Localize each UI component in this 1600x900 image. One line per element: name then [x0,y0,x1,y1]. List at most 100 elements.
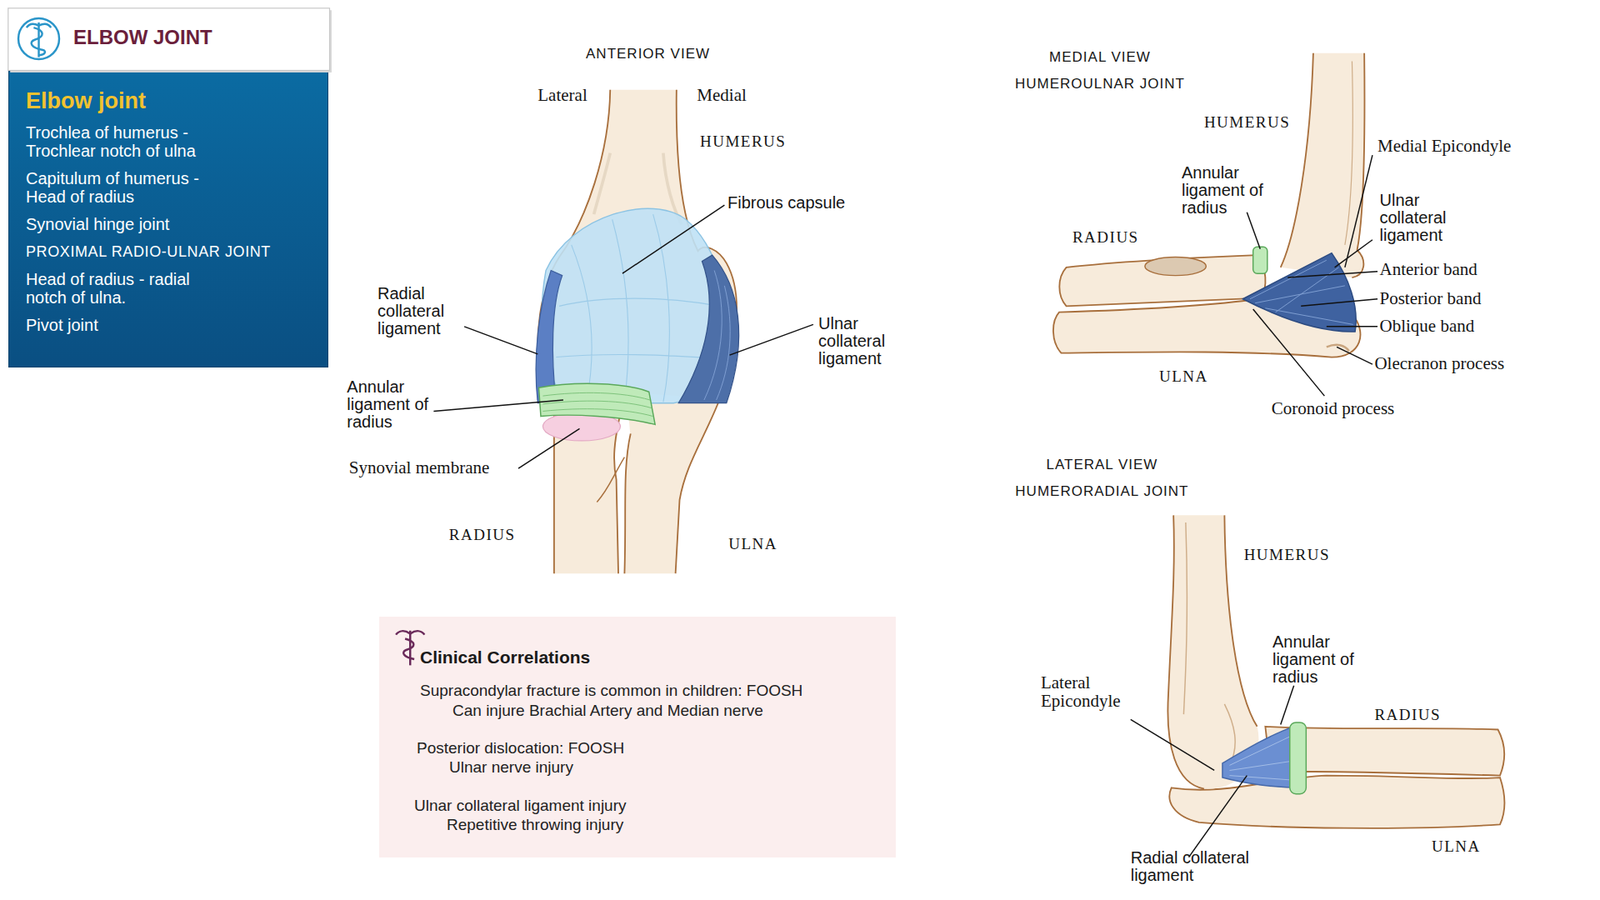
radial-collateral-ligament [535,270,563,403]
structure-label: Olecranon process [1374,354,1505,373]
structure-label: Medial [696,85,746,105]
leader-line [1300,299,1378,307]
clinical-box: Clinical CorrelationsSupracondylar fract… [379,616,896,858]
bone-name: HUMERUS [700,132,786,151]
leader-line [1345,155,1373,268]
caduceus-icon [18,18,60,60]
leader-line [1253,309,1325,396]
leader-line [1280,685,1295,725]
humerus-outline [1167,515,1257,789]
structure-label: Anterior band [1380,260,1478,279]
bone-name: HUMERUS [1244,545,1330,565]
view-heading: MEDIAL VIEW HUMEROULNAR JOINT [987,44,1212,98]
icon-snake [31,27,45,55]
bone-name: ULNA [1431,837,1481,856]
info-panel: Elbow jointTrochlea of humerus - Trochle… [8,70,329,368]
leader-line [1326,325,1378,327]
box-text: Head of radius - radial notch of ulna. [25,270,210,307]
medial-view [1053,53,1378,396]
radius-bone [1265,726,1505,776]
structure-label: Ulnar collateral ligament [818,315,920,368]
leader-line [622,205,725,274]
bone-name: RADIUS [1374,705,1441,725]
fibrous-capsule [541,208,729,403]
structure-label: Synovial membrane [349,458,490,477]
humerus-shading [1345,60,1353,245]
ulna-outline [624,400,720,574]
lateral-view [1130,515,1505,857]
box-heading: Elbow joint [25,88,311,114]
structure-label: Fibrous capsule [727,194,845,212]
structure-label: Radial collateral ligament [377,285,480,338]
olecranon-shading [1326,345,1350,351]
box-text: Ulnar nerve injury [449,758,574,777]
annular-ligament [1253,246,1268,274]
radius-fill [554,408,623,574]
ulna-fill [624,400,720,574]
anterior-view [433,90,814,574]
box-text: Repetitive throwing injury [446,815,624,835]
radial-tuberosity [1145,257,1206,276]
view-heading: LATERAL VIEW HUMERORADIAL JOINT [990,451,1215,505]
bone-name: RADIUS [449,525,516,545]
leader-line [1130,719,1215,770]
box-text: Posterior dislocation: FOOSH [416,739,625,758]
bone-name: ULNA [1159,367,1209,386]
leader-lines [1130,685,1295,858]
capsule-fibres [555,214,725,402]
bone-name: HUMERUS [1204,113,1290,132]
box-text: Ulnar collateral ligament injury [414,796,627,815]
structure-label: Lateral Epicondyle [1040,673,1143,710]
annular-ligament [1290,722,1307,795]
tuberosity-line [596,457,625,503]
ulnar-collateral-ligament [678,255,739,404]
leader-line [1287,271,1378,278]
diagram-title: ELBOW JOINT [73,25,213,50]
leader-line [1246,212,1260,250]
icon-staff [37,22,40,58]
ulna-bone [1169,775,1505,829]
humerus-shading [1183,522,1235,765]
structure-label: Coronoid process [1271,399,1395,418]
box-text: Trochlea of humerus - Trochlear notch of… [25,123,243,160]
bone-name: ULNA [728,535,778,554]
structure-label: Lateral [537,85,587,105]
leader-line [1336,346,1373,365]
ligament-fibres [1230,735,1300,781]
structure-label: Ulnar collateral ligament [1380,191,1482,245]
view-heading: ANTERIOR VIEW [545,40,750,68]
humerus-shading [594,153,682,225]
ulnar-ligament-fibres [704,270,730,400]
box-text: Synovial hinge joint [25,215,311,234]
leader-line [433,400,564,411]
annular-fibres [542,392,653,416]
box-heading: Clinical Correlations [420,647,590,668]
box-text: Pivot joint [25,315,311,335]
icon-wings [26,24,51,28]
title-box [8,8,330,71]
structure-label: Radial collateral ligament [1130,849,1280,885]
title-box-shadow [10,10,332,73]
leader-line [730,324,814,355]
structure-label: Annular ligament of radius [346,378,449,431]
icon-ring [18,18,60,60]
ulnar-collateral-ligament [1242,253,1356,332]
box-text: Capitulum of humerus - Head of radius [25,169,222,206]
structure-label: Annular ligament of radius [1181,164,1284,217]
humerus-fill [1280,53,1365,278]
leader-lines [433,205,814,469]
ulna-bone [1053,294,1361,358]
leader-lines [1246,155,1378,396]
bone-name: RADIUS [1072,228,1140,247]
ligament-bands [1250,260,1354,325]
structure-label: Annular ligament of radius [1272,633,1375,686]
box-text: Can injure Brachial Artery and Median ne… [452,701,764,720]
humerus-outline [1280,53,1365,278]
structure-label: Oblique band [1380,316,1475,335]
leader-line [1335,240,1373,268]
radius-bone [1059,255,1265,306]
radius-outline [554,413,621,574]
leader-line [518,428,580,469]
box-text: PROXIMAL RADIO-ULNAR JOINT [25,242,311,261]
